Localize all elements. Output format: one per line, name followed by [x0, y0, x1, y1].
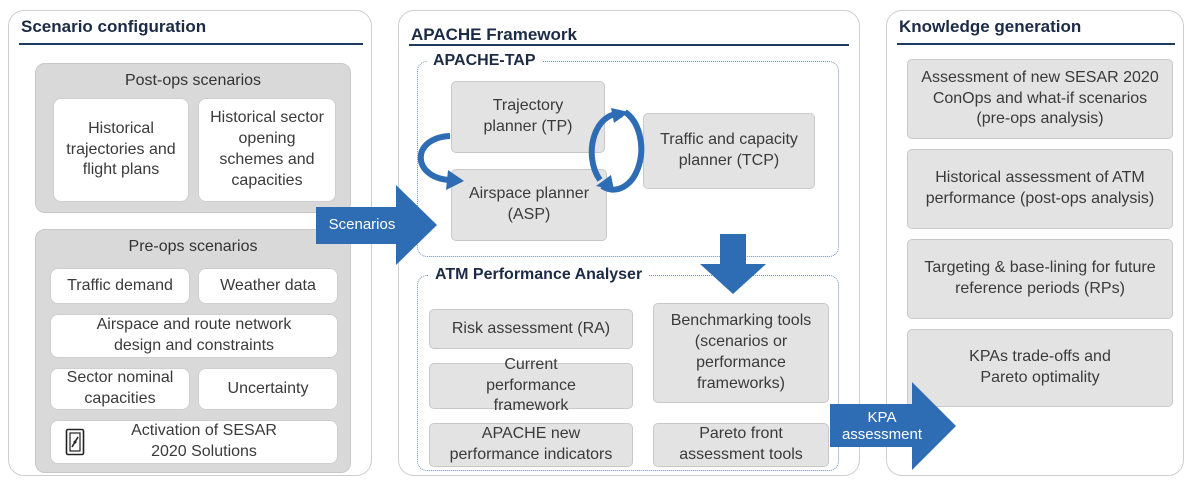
activation-label: Activation of SESAR 2020 Solutions: [131, 422, 277, 460]
traffic-capacity-planner-box: Traffic and capacity planner (TCP): [643, 113, 815, 189]
apache-framework-rule: [409, 44, 849, 46]
post-ops-group: Post-ops scenarios Historical trajectori…: [35, 63, 351, 213]
historical-trajectories-box: Historical trajectories and flight plans: [53, 98, 189, 202]
knowledge-generation-panel: Knowledge generation Assessment of new S…: [886, 10, 1184, 476]
cycle-arc-upper: [588, 111, 624, 182]
pre-ops-title: Pre-ops scenarios: [128, 238, 258, 255]
scenarios-arrow: [316, 185, 437, 265]
knowledge-generation-rule: [897, 43, 1175, 45]
benchmarking-tools-box: Benchmarking tools (scenarios or perform…: [653, 303, 829, 403]
knowledge-generation-title: Knowledge generation: [899, 17, 1082, 36]
pre-ops-group: Pre-ops scenarios Traffic demand Weather…: [35, 229, 351, 473]
apache-tap-title: APACHE-TAP: [427, 52, 542, 70]
scenarios-arrow-label: Scenarios: [328, 216, 396, 233]
risk-assessment-box: Risk assessment (RA): [429, 309, 633, 349]
apache-framework-title: APACHE Framework: [411, 25, 577, 44]
knowledge-item: Targeting & base-lining for future refer…: [907, 239, 1173, 319]
sector-nominal-capacities-box: Sector nominal capacities: [50, 368, 190, 410]
uncertainty-box: Uncertainty: [198, 368, 338, 410]
tp-to-asp-arrowhead: [446, 170, 464, 190]
weather-data-box: Weather data: [198, 268, 338, 304]
pareto-front-box: Pareto front assessment tools: [653, 423, 829, 467]
knowledge-item: Assessment of new SESAR 2020 ConOps and …: [907, 59, 1173, 139]
scenario-configuration-rule: [19, 43, 363, 45]
tp-to-asp-curve: [417, 133, 451, 183]
cycle-arrowhead-top: [611, 108, 629, 123]
down-arrow: [700, 234, 766, 294]
apache-framework-panel: APACHE Framework APACHE-TAP Trajectory p…: [398, 10, 860, 476]
activation-sesar-box: Activation of SESAR 2020 Solutions: [50, 420, 338, 464]
airspace-planner-box: Airspace planner (ASP): [451, 169, 607, 241]
post-ops-title: Post-ops scenarios: [124, 72, 262, 89]
trajectory-planner-box: Trajectory planner (TP): [451, 81, 605, 153]
scenario-configuration-panel: Scenario configuration Post-ops scenario…: [8, 10, 372, 476]
apache-tap-container: [417, 61, 839, 257]
cycle-arrowhead-bottom: [596, 175, 614, 190]
knowledge-item: KPAs trade-offs and Pareto optimality: [907, 329, 1173, 407]
scenario-configuration-title: Scenario configuration: [21, 17, 207, 36]
historical-sector-schemes-box: Historical sector opening schemes and ca…: [198, 98, 336, 202]
new-indicators-box: APACHE new performance indicators: [429, 423, 633, 467]
switch-icon: [65, 428, 85, 456]
knowledge-item: Historical assessment of ATM performance…: [907, 149, 1173, 229]
traffic-demand-box: Traffic demand: [50, 268, 190, 304]
kpa-assessment-arrow: [830, 382, 956, 470]
performance-analyser-title: ATM Performance Analyser: [429, 266, 649, 284]
airspace-route-network-box: Airspace and route network design and co…: [50, 314, 338, 358]
kpa-assessment-label: KPA assessment: [841, 409, 923, 444]
